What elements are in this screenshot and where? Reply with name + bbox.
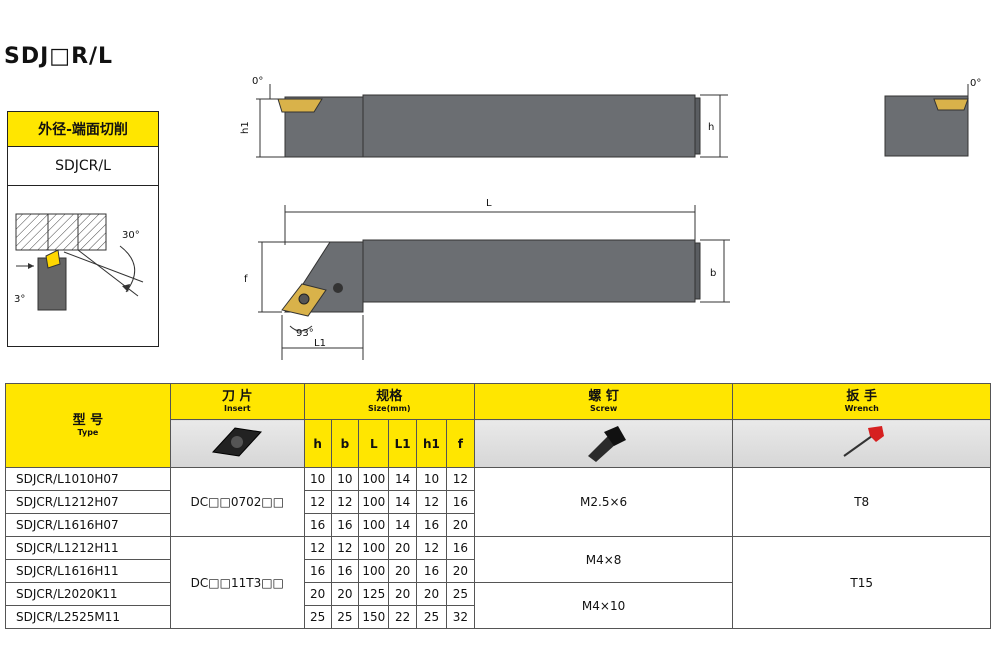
cell-f: 16 [445, 536, 475, 560]
cell-L: 100 [358, 536, 390, 560]
cell-h: 12 [303, 490, 332, 514]
cell-b: 20 [330, 582, 360, 606]
size-col-h: h [303, 419, 332, 468]
cell-L1: 20 [388, 559, 418, 583]
operation-card: 外径-端面切削 SDJCR/L 30° 3° [7, 111, 159, 347]
cell-h1: 16 [416, 513, 447, 537]
table-row-type: SDJCR/L2020K11 [5, 582, 171, 606]
dim-b: b [710, 268, 716, 279]
table-row-type: SDJCR/L1212H07 [5, 490, 171, 514]
cell-L: 100 [358, 467, 390, 491]
insert-group-2: DC□□11T3□□ [169, 536, 305, 629]
table-row-type: SDJCR/L2525M11 [5, 605, 171, 629]
insert-image-cell [169, 419, 305, 468]
cell-f: 32 [445, 605, 475, 629]
cell-b: 12 [330, 490, 360, 514]
insert-group-1: DC□□0702□□ [169, 467, 305, 537]
dim-L: L [486, 198, 492, 209]
cell-L1: 20 [388, 536, 418, 560]
cell-b: 16 [330, 559, 360, 583]
cell-h1: 12 [416, 490, 447, 514]
operation-model: SDJCR/L [8, 147, 158, 186]
screw-group-2: M4×8 [473, 536, 734, 583]
wrench-icon [843, 426, 884, 457]
cell-f: 25 [445, 582, 475, 606]
dim-L1: L1 [314, 338, 326, 349]
angle-93-label: 93° [296, 328, 314, 339]
operation-diagram: 30° 3° [14, 213, 144, 311]
screw-header: 螺 钉 Screw [473, 383, 734, 420]
size-col-L1: L1 [388, 419, 418, 468]
cell-h: 16 [303, 513, 332, 537]
wrench-image-cell [732, 419, 991, 468]
screw-group-3: M4×10 [473, 582, 734, 629]
angle-3-label: 3° [14, 294, 25, 305]
insert-icon [212, 427, 263, 457]
table-row-type: SDJCR/L1212H11 [5, 536, 171, 560]
wrench-group-1: T8 [732, 467, 991, 537]
dim-h1: h1 [240, 121, 251, 134]
page-title: SDJ□R/L [4, 44, 114, 69]
cell-h1: 20 [416, 582, 447, 606]
insert-header: 刀 片 Insert [169, 383, 305, 420]
cell-L: 100 [358, 559, 390, 583]
tool-drawing: 0° h1 h 0° L f b L1 93° [240, 76, 981, 360]
cell-f: 16 [445, 490, 475, 514]
angle-0-left: 0° [252, 76, 263, 87]
cell-L1: 14 [388, 467, 418, 491]
type-header: 型 号 Type [5, 383, 171, 468]
size-header: 规格 Size(mm) [303, 383, 475, 420]
size-col-f: f [445, 419, 475, 468]
cell-b: 25 [330, 605, 360, 629]
wrench-header: 扳 手 Wrench [732, 383, 991, 420]
cell-h: 25 [303, 605, 332, 629]
cell-b: 16 [330, 513, 360, 537]
cell-L: 100 [358, 490, 390, 514]
cell-L: 150 [358, 605, 390, 629]
wrench-group-2: T15 [732, 536, 991, 629]
cell-h: 12 [303, 536, 332, 560]
cell-h1: 16 [416, 559, 447, 583]
size-col-h1: h1 [416, 419, 447, 468]
cell-h1: 25 [416, 605, 447, 629]
dim-f: f [244, 274, 248, 285]
cell-L1: 20 [388, 582, 418, 606]
table-row-type: SDJCR/L1616H11 [5, 559, 171, 583]
operation-heading: 外径-端面切削 [8, 112, 158, 147]
cell-f: 20 [445, 559, 475, 583]
spec-table: 型 号 Type 刀 片 Insert 规格 Size(mm) 螺 钉 Scre… [5, 383, 991, 629]
size-col-L: L [358, 419, 390, 468]
cell-f: 12 [445, 467, 475, 491]
cell-h: 20 [303, 582, 332, 606]
cell-L: 125 [358, 582, 390, 606]
cell-h: 10 [303, 467, 332, 491]
cell-b: 12 [330, 536, 360, 560]
dim-h: h [708, 122, 714, 133]
cell-b: 10 [330, 467, 360, 491]
table-row-type: SDJCR/L1010H07 [5, 467, 171, 491]
screw-image-cell [473, 419, 734, 468]
tool-shank-top [362, 239, 696, 303]
size-col-b: b [330, 419, 360, 468]
angle-0-right: 0° [970, 78, 981, 89]
cell-h: 16 [303, 559, 332, 583]
tool-shank-side [362, 94, 696, 158]
cell-L: 100 [358, 513, 390, 537]
screw-group-1: M2.5×6 [473, 467, 734, 537]
cell-L1: 14 [388, 513, 418, 537]
screw-icon [587, 426, 626, 462]
cell-h1: 10 [416, 467, 447, 491]
insert-side-icon [277, 98, 323, 113]
cell-h1: 12 [416, 536, 447, 560]
cell-f: 20 [445, 513, 475, 537]
cell-L1: 14 [388, 490, 418, 514]
insert-end-icon [933, 98, 969, 111]
table-row-type: SDJCR/L1616H07 [5, 513, 171, 537]
cell-L1: 22 [388, 605, 418, 629]
angle-30-label: 30° [122, 230, 140, 241]
